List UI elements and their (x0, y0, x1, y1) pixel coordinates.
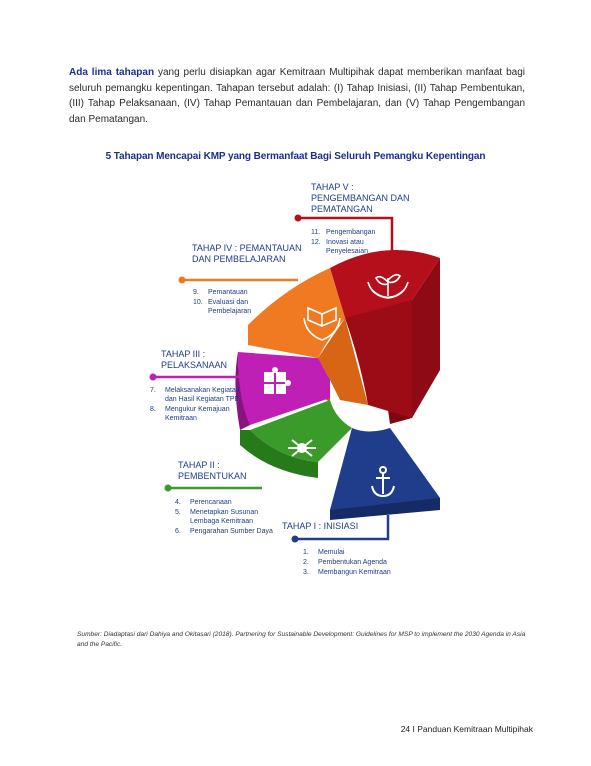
stage-1-segment (330, 428, 440, 520)
book-hands-icon (303, 306, 341, 341)
stage-2-segment (240, 400, 352, 478)
connector-stage-2 (164, 484, 262, 492)
list-item: 6.Pengarahan Sumber Daya (175, 528, 273, 535)
stage-2-title: TAHAP II : PEMBENTUKAN (178, 460, 247, 481)
stage-5-title: TAHAP V : PENGEMBANGAN DAN PEMATANGAN (311, 182, 410, 214)
intro-paragraph: Ada lima tahapan yang perlu disiapkan ag… (69, 65, 525, 127)
connector-stage-5 (294, 214, 394, 262)
connector-stage-4 (178, 276, 298, 284)
list-item: 3.Membangun Kemitraan (303, 569, 391, 576)
stage-5-list: 11.Pengembangan 12.Inovasi atau Penyeles… (311, 228, 391, 257)
intro-text: yang perlu disiapkan agar Kemitraan Mult… (69, 67, 525, 125)
figure-title: 5 Tahapan Mencapai KMP yang Bermanfaat B… (105, 151, 486, 162)
list-item: 12.Inovasi atau Penyelesaian (311, 239, 369, 255)
plant-hands-icon (367, 273, 409, 299)
handshake-icon (288, 439, 316, 457)
list-item: 7.Melaksanakan Kegiatan dan Hasil Kegiat… (150, 387, 240, 403)
puzzle-icon (264, 367, 291, 394)
list-item: 8.Mengukur Kemajuan Kemitraan (150, 406, 230, 422)
stage-2-list: 4.Perencanaan 5.Menetapkan Susunan Lemba… (175, 498, 275, 537)
stage-4-title: TAHAP IV : PEMANTAUAN DAN PEMBELAJARAN (192, 243, 302, 264)
list-item: 1.Memulai (303, 549, 345, 556)
list-item: 9.Pemantauan (193, 289, 248, 296)
list-item: 11.Pengembangan (311, 229, 376, 236)
stage-1-list: 1.Memulai 2.Pembentukan Agenda 3.Membang… (303, 548, 413, 578)
stage-3-list: 7.Melaksanakan Kegiatan dan Hasil Kegiat… (150, 386, 240, 424)
list-item: 10.Evaluasi dan Pembelajaran (193, 299, 252, 315)
anchor-icon (371, 466, 395, 498)
list-item: 5.Menetapkan Susunan Lembaga Kemitraan (175, 509, 259, 525)
list-item: 2.Pembentukan Agenda (303, 559, 387, 566)
source-note: Sumber: Diadaptasi dari Dahiya and Okita… (77, 631, 526, 648)
connector-stage-1 (291, 515, 390, 543)
stage-4-list: 9.Pemantauan 10.Evaluasi dan Pembelajara… (193, 288, 273, 317)
intro-lead: Ada lima tahapan (69, 67, 155, 78)
connector-stage-3 (149, 373, 240, 381)
page-footer: 24 I Panduan Kemitraan Multipihak (400, 724, 533, 734)
stage-3-title: TAHAP III : PELAKSANAAN (161, 349, 228, 370)
stage-1-title: TAHAP I : INISIASI (282, 521, 359, 531)
list-item: 4.Perencanaan (175, 499, 232, 506)
